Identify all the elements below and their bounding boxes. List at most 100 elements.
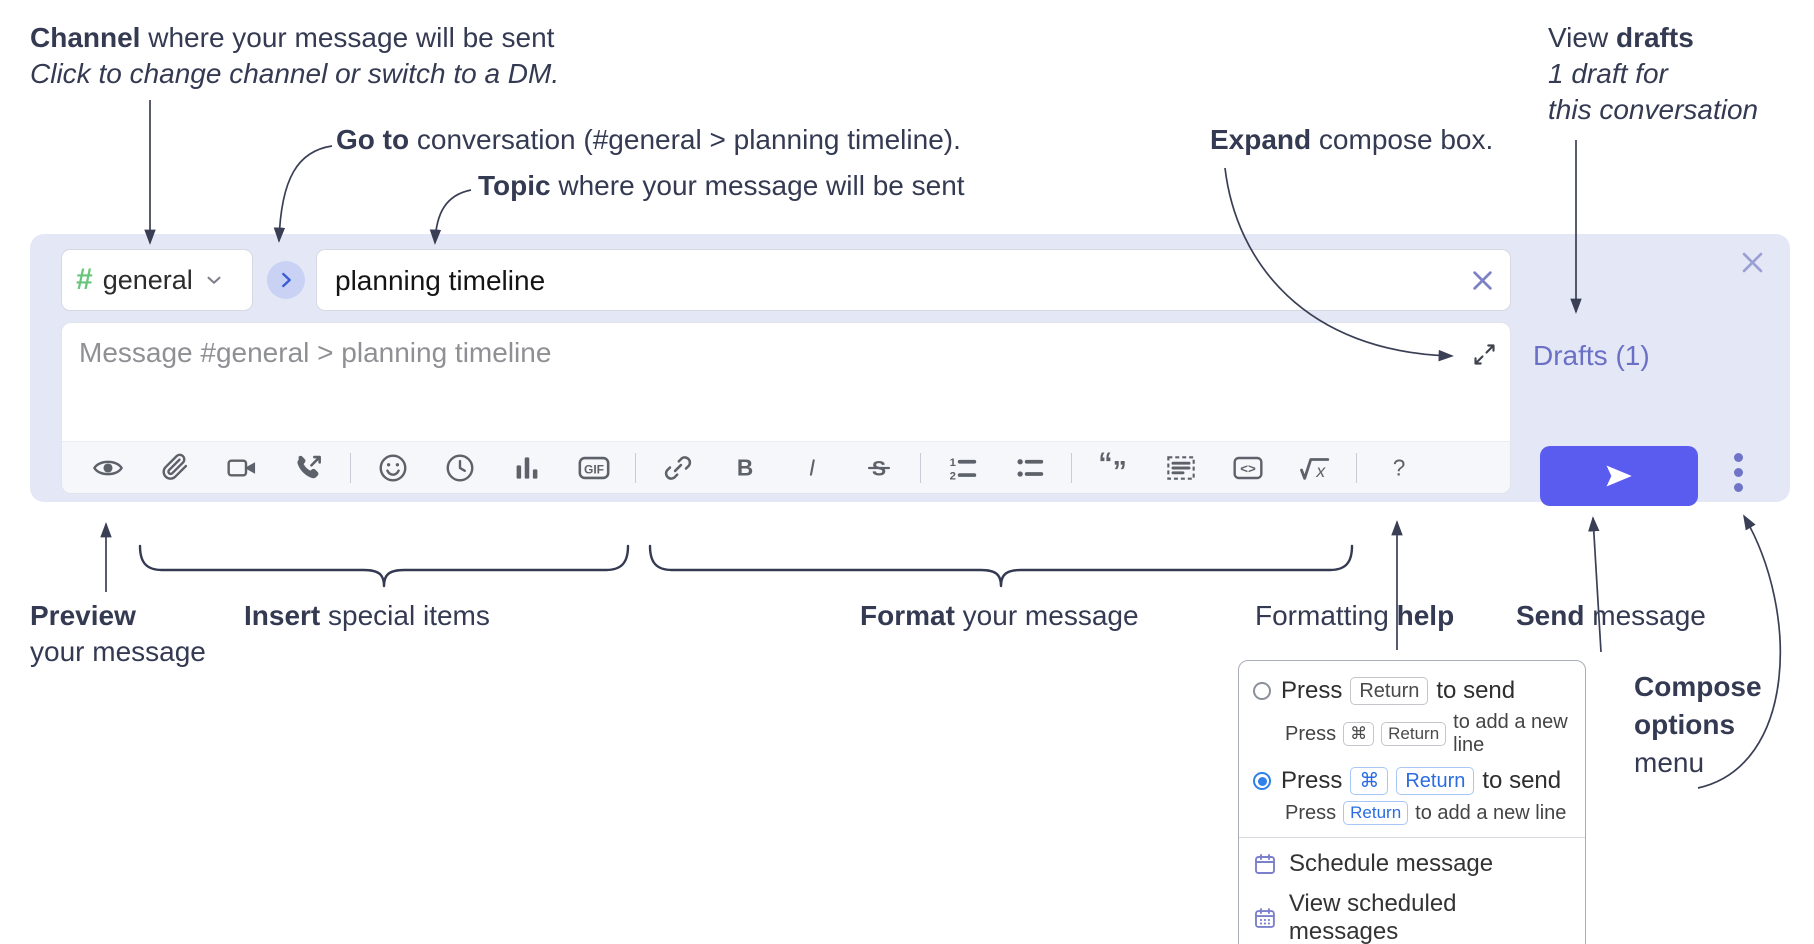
spoiler-icon — [1166, 455, 1195, 480]
clear-topic-button[interactable] — [1469, 267, 1496, 297]
code-icon: <> — [1232, 456, 1263, 479]
insert-brace — [138, 544, 630, 588]
code-button[interactable]: <> — [1214, 446, 1281, 490]
compose-options-annotation: Compose options menu — [1634, 671, 1762, 778]
expand-icon — [1474, 344, 1495, 365]
expand-compose-button[interactable] — [1471, 341, 1498, 371]
dot — [1733, 483, 1743, 492]
topic-annotation: Topic where your message will be sent — [478, 170, 965, 201]
dot — [1733, 453, 1743, 462]
calendar-dots-icon — [1255, 908, 1275, 928]
add-gif-button[interactable]: GIF — [560, 446, 627, 490]
format-annotation: Format your message — [860, 600, 1139, 631]
svg-text:B: B — [736, 454, 752, 480]
menu-item-schedule-message[interactable]: Schedule message — [1239, 844, 1585, 884]
view-drafts-annotation: View drafts — [1548, 22, 1694, 53]
add-poll-button[interactable] — [493, 446, 560, 490]
goto-annotation: Go to conversation (#general > planning … — [336, 124, 961, 155]
close-x-icon — [1742, 252, 1763, 273]
close-compose-button[interactable] — [1738, 248, 1767, 280]
strikethrough-icon: S — [867, 456, 890, 480]
math-button[interactable]: x — [1281, 446, 1348, 490]
send-annotation: Send message — [1516, 600, 1706, 631]
message-box: Message #general > planning timeline — [61, 322, 1511, 494]
video-camera-icon — [226, 458, 255, 477]
calendar-icon — [1255, 854, 1275, 874]
radio-unselected[interactable] — [1253, 682, 1271, 700]
menu-item-view-scheduled[interactable]: View scheduled messages — [1239, 884, 1585, 944]
preview-annotation: Preview — [30, 600, 136, 631]
italic-icon: I — [808, 454, 815, 480]
clock-icon — [446, 454, 473, 481]
poll-bars-icon — [516, 456, 537, 479]
compose-options-menu-button[interactable] — [1729, 452, 1747, 493]
message-input[interactable]: Message #general > planning timeline — [79, 337, 552, 368]
channel-annotation: Channel where your message will be sent — [30, 22, 555, 53]
chevron-right-icon — [282, 272, 291, 288]
attach-file-button[interactable] — [141, 446, 208, 490]
drafts-link[interactable]: Drafts (1) — [1533, 340, 1650, 371]
toolbar-divider — [350, 452, 351, 483]
topic-input[interactable] — [333, 250, 1447, 312]
topic-input-wrap — [316, 249, 1511, 312]
bold-icon: B — [736, 454, 752, 480]
preview-button[interactable] — [74, 446, 141, 490]
popup-separator — [1239, 837, 1585, 838]
send-plane-icon — [1606, 465, 1632, 487]
chevron-down-icon — [207, 276, 221, 284]
svg-text:x: x — [1315, 461, 1326, 481]
link-icon — [664, 455, 691, 480]
preview-eye-icon — [92, 460, 123, 475]
format-brace — [648, 544, 1354, 588]
quote-icon: “” — [1098, 451, 1126, 485]
help-question-icon: ? — [1392, 454, 1405, 480]
paperclip-icon — [162, 453, 187, 480]
strikethrough-button[interactable]: S — [845, 446, 912, 490]
voice-call-button[interactable] — [275, 446, 342, 490]
add-emoji-button[interactable] — [359, 446, 426, 490]
math-sqrt-icon: x — [1299, 457, 1329, 481]
radio-selected[interactable] — [1253, 772, 1271, 790]
formatting-help-button[interactable]: ? — [1365, 446, 1432, 490]
toolbar-divider — [1071, 452, 1072, 483]
channel-annotation-line2: Click to change channel or switch to a D… — [30, 58, 560, 89]
formatting-help-annotation: Formatting help — [1255, 600, 1455, 631]
bold-button[interactable]: B — [711, 446, 778, 490]
toolbar-divider — [920, 452, 921, 483]
channel-hash-icon: # — [76, 263, 93, 296]
channel-name: general — [102, 264, 193, 295]
svg-text:<>: <> — [1240, 460, 1256, 475]
svg-text:”: ” — [1112, 455, 1126, 484]
bulleted-list-icon — [1016, 458, 1043, 477]
spoiler-button[interactable] — [1147, 446, 1214, 490]
insert-link-button[interactable] — [644, 446, 711, 490]
preview-annotation-line2: your message — [30, 636, 206, 667]
gif-icon: GIF — [578, 456, 609, 479]
quote-button[interactable]: “” — [1080, 446, 1147, 490]
channel-selector[interactable]: # general — [61, 249, 253, 311]
svg-text:GIF: GIF — [583, 462, 603, 476]
add-global-time-button[interactable] — [426, 446, 493, 490]
go-to-conversation-button[interactable] — [267, 261, 305, 299]
goto-arrow — [273, 145, 333, 243]
svg-text:1: 1 — [949, 457, 955, 469]
clear-x-icon — [1473, 271, 1492, 290]
svg-text:2: 2 — [949, 470, 955, 482]
expand-annotation: Expand compose box. — [1210, 124, 1494, 155]
italic-button[interactable]: I — [778, 446, 845, 490]
toolbar-divider — [1356, 452, 1357, 483]
send-button[interactable] — [1540, 446, 1698, 506]
video-call-button[interactable] — [208, 446, 275, 490]
dot — [1733, 468, 1743, 477]
svg-text:?: ? — [1392, 454, 1405, 480]
numbered-list-icon: 12 — [949, 457, 976, 482]
bulleted-list-button[interactable] — [996, 446, 1063, 490]
emoji-smiley-icon — [379, 454, 406, 481]
svg-text:“: “ — [1098, 451, 1112, 479]
